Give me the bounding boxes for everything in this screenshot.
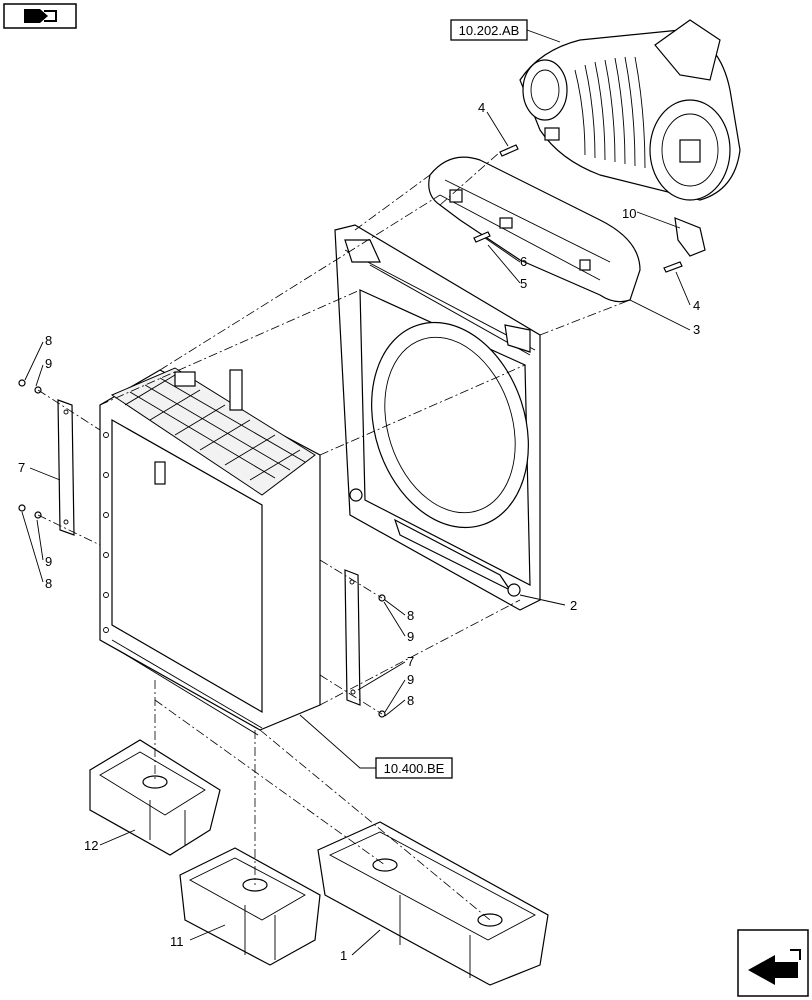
support-block-1 bbox=[317, 821, 549, 986]
support-block-11 bbox=[179, 847, 321, 966]
svg-text:10.400.BE: 10.400.BE bbox=[384, 761, 445, 776]
callout-8: 8 bbox=[45, 333, 52, 348]
callout-10: 10 bbox=[622, 206, 636, 221]
return-arrow-icon[interactable] bbox=[737, 929, 809, 997]
air-filter-assembly bbox=[519, 19, 741, 257]
callout-9: 9 bbox=[45, 554, 52, 569]
book-arrow-icon[interactable] bbox=[3, 3, 77, 29]
callout-6: 6 bbox=[520, 254, 527, 269]
callout-4: 4 bbox=[693, 298, 700, 313]
bracket-left bbox=[57, 399, 75, 536]
bracket-right bbox=[344, 569, 361, 706]
svg-text:10.202.AB: 10.202.AB bbox=[459, 23, 520, 38]
radiator-assembly bbox=[99, 367, 321, 736]
callout-5: 5 bbox=[520, 276, 527, 291]
callout-2: 2 bbox=[570, 598, 577, 613]
callout-8: 8 bbox=[407, 693, 414, 708]
callout-4: 4 bbox=[478, 100, 485, 115]
callout-leaders bbox=[21, 111, 691, 956]
callout-9: 9 bbox=[407, 672, 414, 687]
ref-box-air-filter[interactable]: 10.202.AB bbox=[450, 19, 528, 41]
callout-8: 8 bbox=[407, 608, 414, 623]
fan-shroud bbox=[334, 224, 541, 611]
callout-9: 9 bbox=[45, 356, 52, 371]
callout-7: 7 bbox=[407, 654, 414, 669]
callout-3: 3 bbox=[693, 322, 700, 337]
callout-11: 11 bbox=[170, 934, 184, 949]
callout-12: 12 bbox=[84, 838, 98, 853]
callout-numbers: 4 10 6 5 4 3 2 8 9 7 9 8 8 9 7 9 8 12 11… bbox=[18, 100, 700, 963]
ref-box-radiator[interactable]: 10.400.BE bbox=[375, 757, 453, 779]
callout-8: 8 bbox=[45, 576, 52, 591]
callout-9: 9 bbox=[407, 629, 414, 644]
assembly-lines bbox=[37, 151, 631, 921]
support-block-12 bbox=[89, 739, 221, 856]
callout-7: 7 bbox=[18, 460, 25, 475]
callout-1: 1 bbox=[340, 948, 347, 963]
shroud-top-cover bbox=[428, 156, 641, 303]
